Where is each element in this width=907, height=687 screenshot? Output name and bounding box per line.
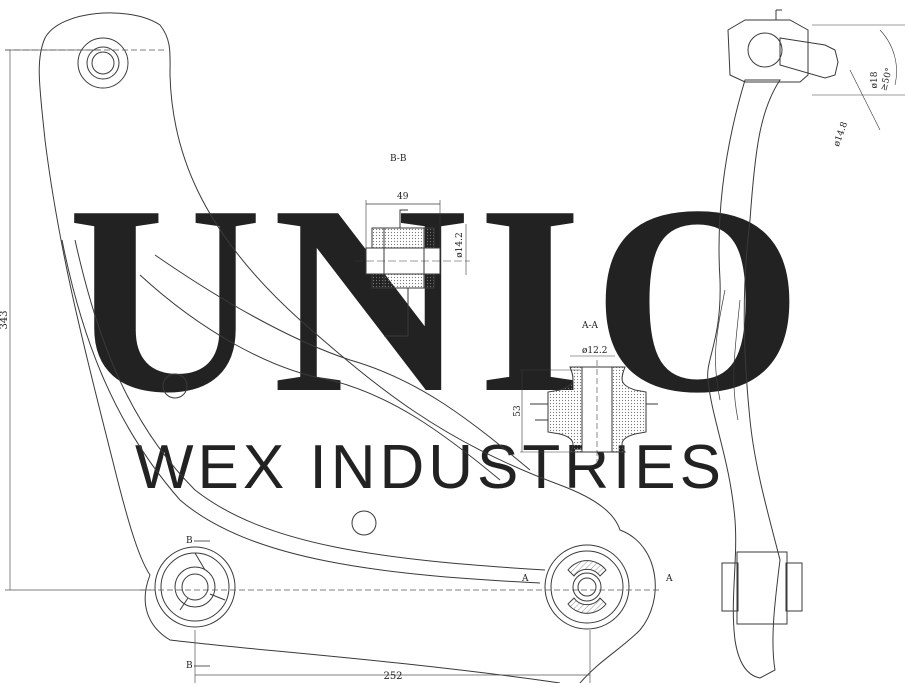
ball-joint-ball (747, 32, 783, 68)
arm-hole-1 (162, 373, 188, 399)
front-bushing-hole (91, 51, 115, 75)
watermark-company: WEX INDUSTRIES (135, 433, 725, 502)
section-marker-b-bottom: B (186, 661, 193, 671)
arm-inner-contour-1 (61, 239, 541, 584)
arm-rib-1 (139, 274, 501, 481)
section-aa (520, 355, 658, 465)
dim-stud-diameter: ø14.8 (832, 120, 850, 148)
side-view (707, 9, 905, 679)
bushing-a-hole (572, 572, 602, 602)
dim-taper-angle: ≥50° (879, 67, 895, 92)
ball-joint-stud (779, 37, 839, 79)
bushing-a-ring (550, 550, 624, 624)
bushing-b-hole (174, 566, 216, 608)
dim-overall-width: 252 (383, 671, 402, 682)
bushing-b-core (181, 573, 209, 601)
arm-rib-2 (154, 254, 531, 471)
arm-inner-contour-2 (74, 239, 546, 571)
arm-outline (38, 12, 656, 684)
section-marker-a-left: A (521, 574, 529, 584)
section-bb (355, 200, 470, 337)
dim-ball-diameter: ø18 (870, 71, 880, 88)
dim-aa-diameter: ø12.2 (582, 346, 607, 356)
front-bushing-outer (77, 37, 129, 89)
ball-joint-housing (727, 19, 809, 83)
section-marker-a-right: A (665, 574, 673, 584)
control-arm-plan-view (38, 12, 656, 684)
watermark-brand: UNIO (67, 150, 812, 449)
watermark: UNIO WEX INDUSTRIES (67, 150, 812, 502)
dim-bb-diameter: ø14.2 (455, 232, 465, 257)
front-bushing-inner (86, 46, 120, 80)
bushing-a-core (577, 577, 597, 597)
section-aa-title: A-A (581, 321, 599, 331)
dim-aa-height: 53 (513, 405, 523, 417)
section-marker-b-top: B (186, 536, 193, 546)
bushing-a-void-bottom (567, 597, 607, 614)
section-bb-title: B-B (390, 154, 407, 164)
bushing-a-outer (544, 544, 630, 630)
bushing-b-outer (154, 546, 236, 628)
bushing-b-rib (179, 552, 226, 611)
side-view-arm (707, 79, 781, 679)
arm-hole-2 (351, 510, 377, 536)
bushing-a-void-top (567, 560, 607, 577)
dimension-lines (5, 49, 660, 683)
bushing-b-ring (160, 552, 230, 622)
dim-overall-height: 343 (0, 310, 10, 329)
dim-bb-width: 49 (397, 192, 409, 202)
